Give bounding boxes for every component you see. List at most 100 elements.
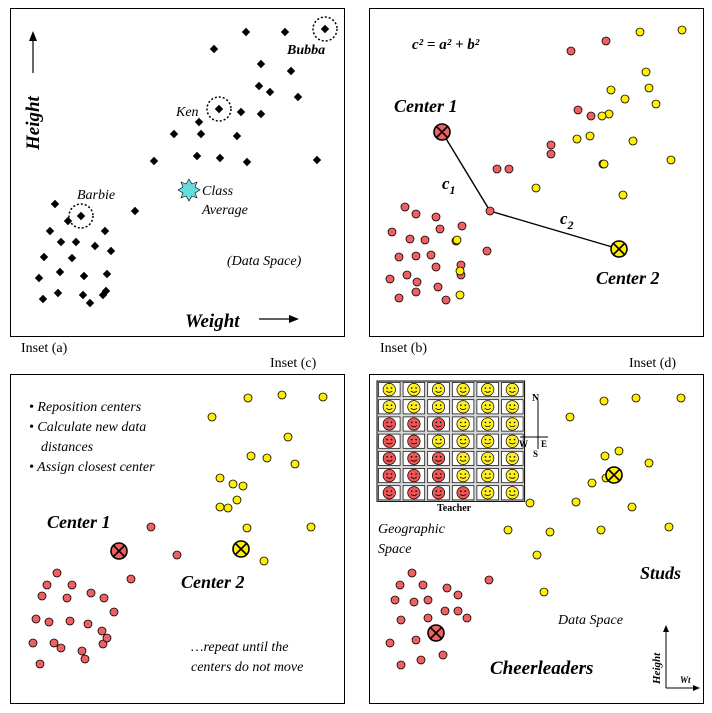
data-point-red [28,638,38,648]
data-point-yellow [525,498,535,508]
data-point-black [71,237,81,247]
face-eye [415,421,417,424]
data-point-red [411,209,421,219]
data-point-black [293,92,303,102]
barbie-highlight [68,203,94,229]
data-point-red [396,615,406,625]
data-point-yellow [599,396,609,406]
face-eye [439,456,442,458]
data-point-red [44,617,54,627]
data-point-black [254,81,264,91]
x-axis-label: Weight [185,311,240,332]
x-axis-arrowhead [289,315,299,323]
data-point-black [39,252,49,262]
data-point-red [431,262,441,272]
face-eye [489,387,491,389]
center-1-marker [110,542,128,560]
data-point-black [130,206,140,216]
data-point-red [484,575,494,585]
face-eye [415,456,417,458]
face-eye [435,438,438,441]
face-mouth [459,390,467,393]
face-mouth [459,425,467,428]
data-point-red [411,251,421,261]
face-mouth [459,442,467,445]
data-point-yellow [290,459,300,469]
face-mouth [435,476,442,479]
data-point-red [573,105,583,115]
data-point-black [256,109,266,119]
note-line-2: centers do not move [191,660,303,675]
svg-text:W: W [519,439,528,449]
data-point-yellow [238,481,248,491]
data-point-black [102,269,112,279]
data-point-yellow [600,451,610,461]
y-axis-arrowhead [29,31,37,41]
face-eye [513,387,516,389]
data-point-yellow [455,266,465,276]
data-point-red [126,574,136,584]
svg-text:S: S [533,449,538,459]
face-mouth [484,459,491,462]
face-mouth [484,476,491,479]
smiley-face-icon [481,383,495,397]
face-eye [489,404,491,406]
smiley-face-icon [481,469,495,483]
face-mouth [484,407,491,410]
smiley-face-icon [505,451,519,465]
data-point-red [440,606,450,616]
data-point-red [409,597,419,607]
inset-b-points [385,25,687,305]
data-point-red [485,206,495,216]
studs-center-marker [605,466,623,484]
data-point-red [412,277,422,287]
mini-y-arrowhead [663,625,669,632]
data-point-yellow [246,451,256,461]
data-point-yellow [644,83,654,93]
frowny-face-icon [407,451,421,465]
data-point-red [405,234,415,244]
inset-b-panel: c² = a² + b² Center 1 Center 2 c1 c2 [369,8,704,337]
data-point-red [402,270,412,280]
cheerleaders-center-marker [427,624,445,642]
face-eye [460,421,462,424]
data-point-red [453,606,463,616]
bullet-3: • Assign closest center [29,460,155,475]
data-point-yellow [223,503,233,513]
label-data-space: Data Space [557,613,623,628]
data-point-yellow [676,393,686,403]
face-mouth [410,476,418,479]
face-mouth [386,459,393,462]
face-mouth [459,493,467,496]
label-barbie: Barbie [77,188,115,203]
face-eye [390,456,393,458]
face-eye [435,456,438,458]
data-point-yellow [664,522,674,532]
smiley-face-icon [431,434,446,448]
data-point-black [76,211,86,221]
face-eye [386,404,388,406]
data-point-red [83,619,93,629]
face-eye [460,404,462,406]
data-point-yellow [606,85,616,95]
data-point-black [56,237,66,247]
data-point-yellow [635,27,645,37]
face-mouth [435,407,442,410]
data-point-black [85,298,95,308]
data-point-black [38,294,48,304]
data-point-yellow [627,502,637,512]
face-eye [513,456,516,458]
face-eye [390,490,393,492]
data-point-red [586,111,596,121]
ken-highlight [206,96,232,122]
data-point-red [56,643,66,653]
face-eye [509,490,511,492]
face-eye [435,404,438,406]
data-point-red [98,639,108,649]
data-point-red [482,246,492,256]
face-eye [464,387,467,389]
smiley-face-icon [431,383,446,397]
label-geographic: Geographic [378,522,446,537]
inset-a-svg: Bubba Ken Barbie Class Average (Data Spa… [23,16,338,332]
data-point-yellow [614,446,624,456]
